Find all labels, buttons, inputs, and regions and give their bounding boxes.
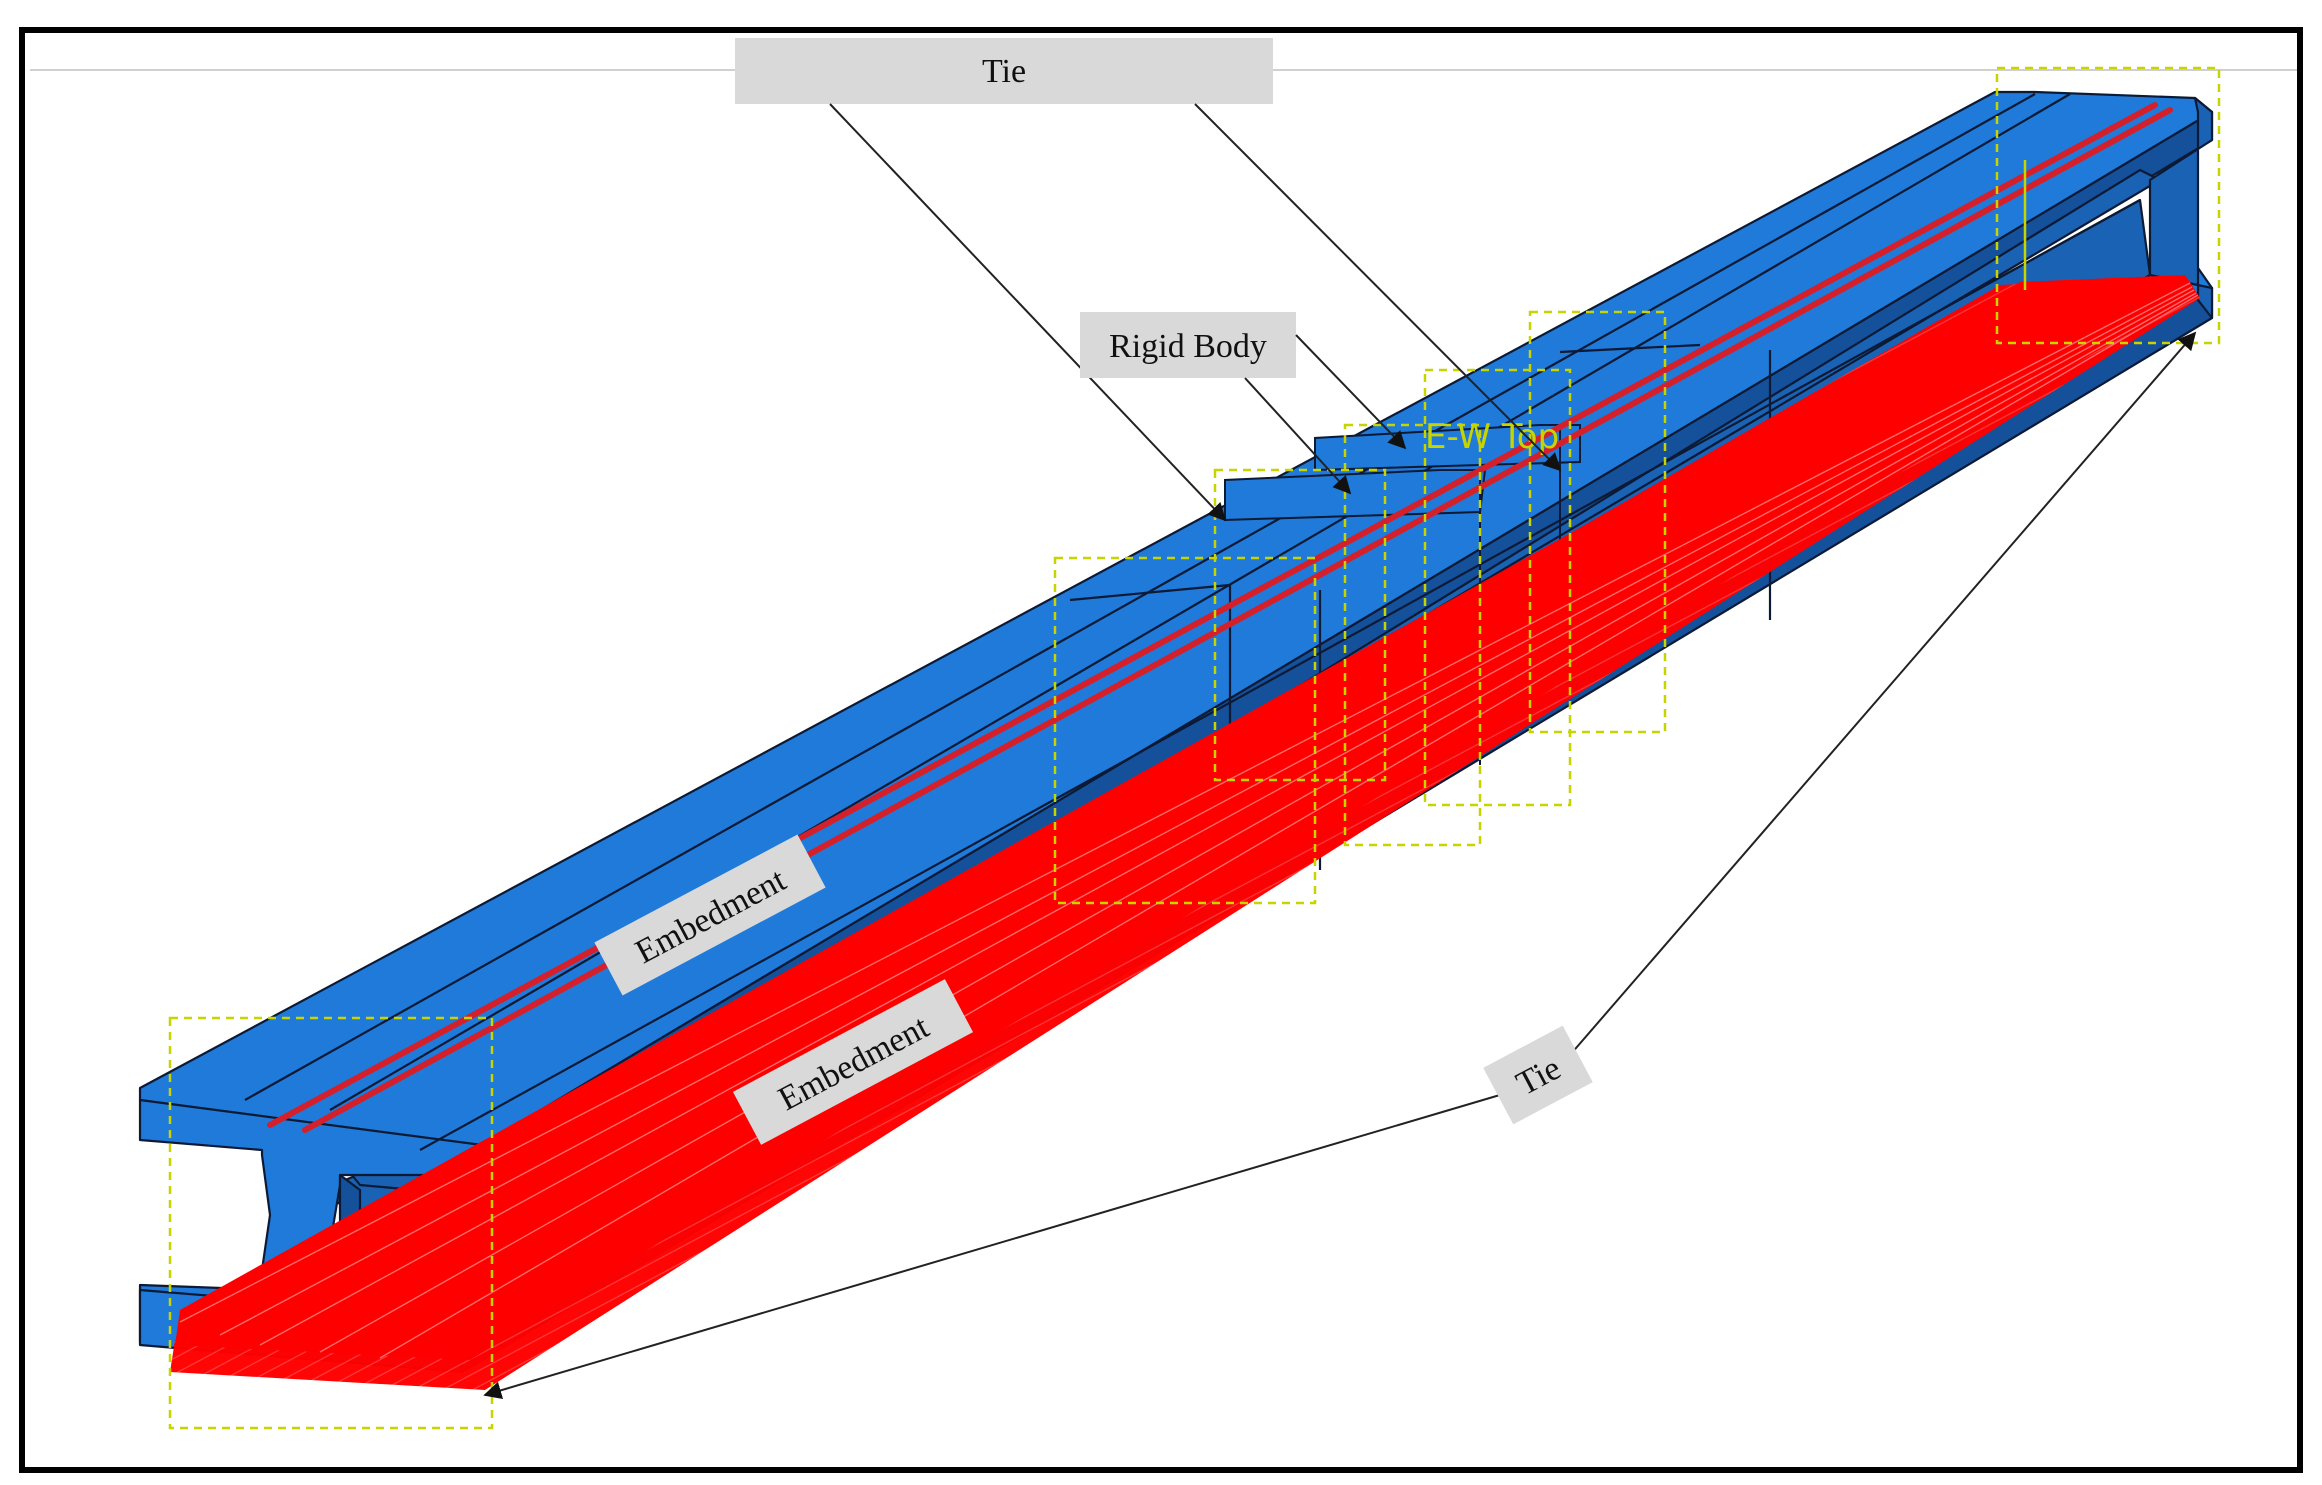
constraint-box-mid-1 (1053, 556, 1317, 905)
loading-plate-a (1224, 469, 1487, 522)
web-top-line (419, 199, 2141, 1151)
partition-line (1069, 583, 1231, 602)
loading-plate-b (1314, 424, 1581, 472)
callout-rigid-body-box (1080, 312, 1296, 378)
constraint-box-mid-4 (1528, 310, 1667, 734)
viewport-set-label: E-W Top (1425, 417, 1559, 457)
leader-tie-top-1 (829, 103, 1227, 522)
callout-tie-top-box (735, 38, 1273, 104)
loading-plates (1224, 424, 1581, 765)
callout-tie-bottom-box (1483, 1025, 1593, 1125)
callout-tie-top-label: Tie (982, 53, 1026, 90)
constraint-box-mid-5 (1343, 423, 1482, 847)
constraint-box-right-end (1995, 66, 2221, 345)
callout-embedment-bottom-box (732, 979, 974, 1145)
leader-rigid-body-2 (1295, 334, 1407, 450)
constraint-boxes (168, 66, 2221, 1430)
tendon-1 (267, 102, 2158, 1128)
strand-lines (179, 282, 2199, 1359)
leader-rigid-body-1 (1244, 377, 1352, 495)
callout-tie-top: Tie (735, 38, 1562, 522)
leader-tie-bottom-2 (1569, 331, 2197, 1056)
top-flange-partition-1 (244, 93, 2036, 1101)
partition-line (1559, 343, 1701, 354)
bottom-strand-bundle-body (175, 275, 2195, 1360)
callout-rigid-body-label: Rigid Body (1109, 328, 1267, 365)
callout-rigid-body: Rigid Body (1080, 312, 1407, 495)
leader-tie-bottom-1 (483, 1091, 1511, 1400)
constraint-box-left-end (168, 1016, 494, 1430)
callout-embedment-top-box (594, 834, 826, 996)
constraint-box-mid-3 (1423, 368, 1572, 807)
callout-tie-bottom: Tie (483, 331, 2197, 1400)
leader-tie-top-2 (1194, 103, 1562, 472)
figure-frame (19, 27, 2303, 1473)
constraint-box-mid-2 (1213, 468, 1387, 782)
